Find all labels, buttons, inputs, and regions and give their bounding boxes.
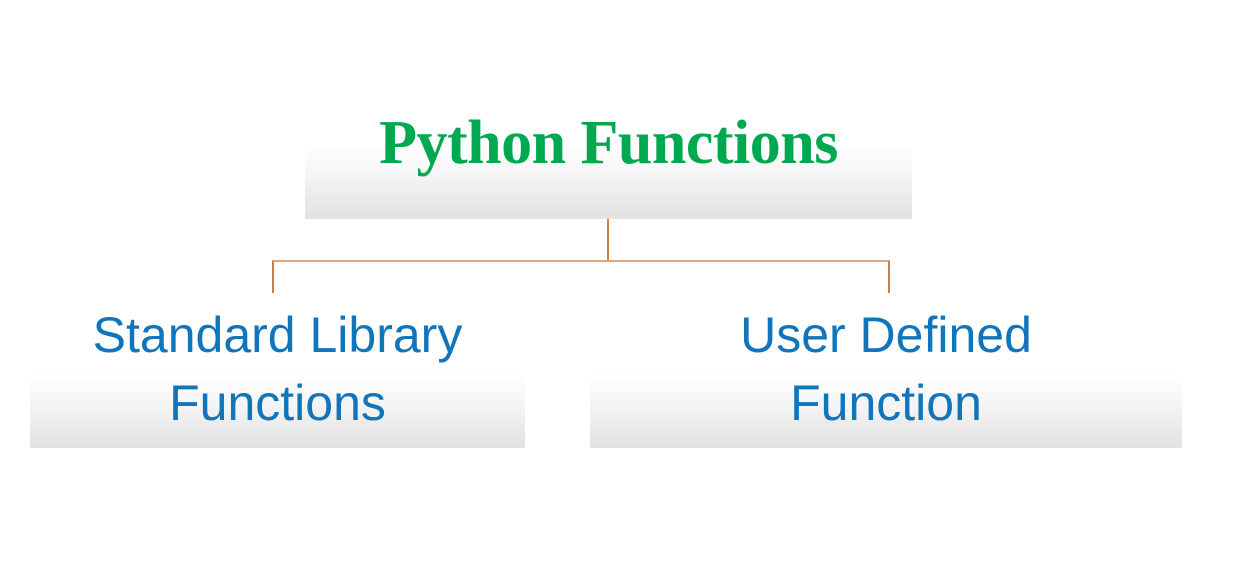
connector-stem-vertical (607, 219, 609, 262)
child-node-plate-standard-library-functions (30, 373, 525, 448)
connector-drop-right (888, 261, 890, 293)
connector-horizontal-bar (272, 260, 890, 262)
root-node-plate (305, 143, 912, 219)
child-node-label-standard-library-functions: Standard Library Functions (92, 307, 463, 431)
child-node-label-user-defined-function: User Defined Function (740, 307, 1032, 431)
child-node-plate-user-defined-function (590, 373, 1182, 448)
root-node-label: Python Functions (379, 109, 838, 177)
connector-drop-left (272, 261, 274, 293)
